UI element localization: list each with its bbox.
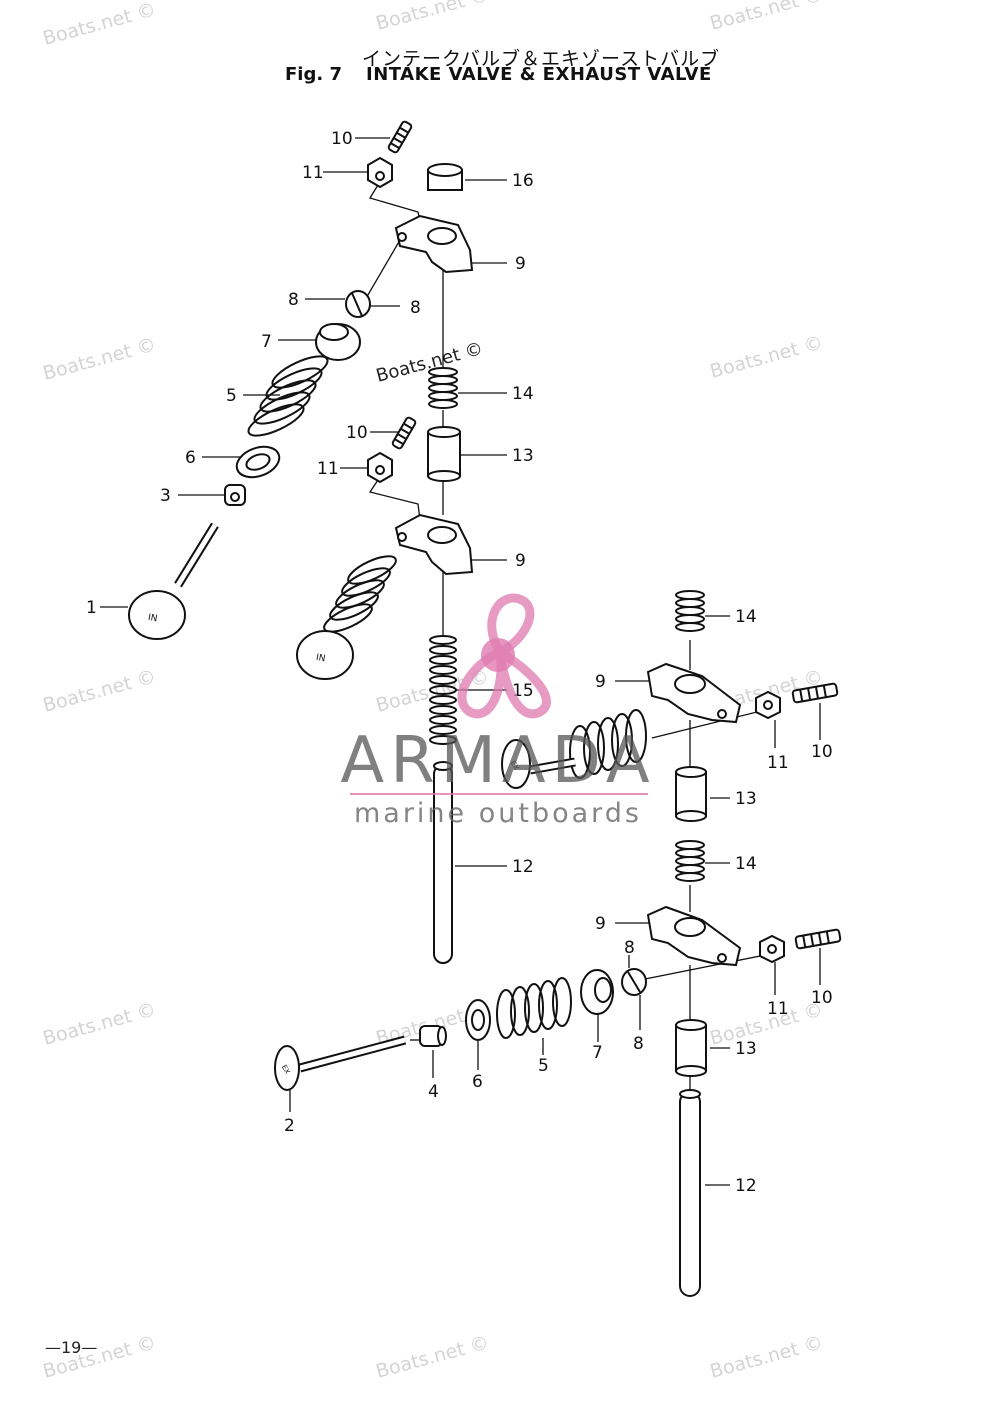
callout-label: 3 <box>160 486 171 506</box>
pushrod-spring-part-15 <box>429 635 457 745</box>
spring-part-14 <box>428 367 458 409</box>
watermark: Boats.net © <box>374 1332 492 1383</box>
callout-label: 7 <box>592 1043 603 1063</box>
callout-label: 10 <box>811 988 833 1008</box>
figure-number: Fig. 7 <box>285 64 342 85</box>
propeller-logo-icon <box>457 593 551 719</box>
exhaust-valve-part-2 <box>274 1035 407 1091</box>
valve-spring-part-5 <box>247 355 329 437</box>
callout-label: 7 <box>261 332 272 352</box>
logo-tagline: marine outboards <box>354 798 642 829</box>
callout-label: 10 <box>331 129 353 149</box>
callout-label: 5 <box>226 386 237 406</box>
watermark: Boats.net © <box>41 334 159 385</box>
sleeve-part-13 <box>427 426 461 482</box>
stud-bolt-part-10 <box>387 120 413 154</box>
watermark: Boats.net © <box>708 332 826 383</box>
exhaust-valve-assembly <box>501 709 647 789</box>
rocker-arm-part-9 <box>394 513 474 576</box>
exhaust-valve-mark: EX <box>509 760 521 772</box>
pushrod-part-12 <box>433 761 453 964</box>
collar-part-16 <box>427 163 463 191</box>
nut-part-11 <box>759 934 785 964</box>
callout-label: 5 <box>538 1056 549 1076</box>
pushrod-part-12 <box>679 1089 701 1297</box>
callout-label: 9 <box>595 914 606 934</box>
rocker-arm-part-9 <box>646 662 742 724</box>
spring-part-14 <box>675 840 705 882</box>
spring-seat-part-6 <box>235 445 281 479</box>
intake-valve-mark: IN <box>147 613 158 624</box>
nut-part-11 <box>755 690 781 720</box>
callout-label: 16 <box>512 171 534 191</box>
intake-valve-mark: IN <box>315 653 326 664</box>
callout-label: 13 <box>512 446 534 466</box>
stud-bolt-part-10 <box>791 682 839 704</box>
watermark: Boats.net © <box>41 0 159 50</box>
spring-seat-part-6 <box>465 999 491 1041</box>
callout-label: 9 <box>515 254 526 274</box>
spring-retainer-part-7 <box>315 323 361 361</box>
stem-seal-part-4 <box>419 1025 447 1047</box>
armada-logo: ARMADA marine outboards <box>340 593 655 829</box>
callout-label: 8 <box>633 1034 644 1054</box>
watermark: Boats.net © <box>41 666 159 717</box>
callout-label: 8 <box>624 938 635 958</box>
sleeve-part-13 <box>675 1019 707 1077</box>
callout-label: 1 <box>86 598 97 618</box>
callout-label: 2 <box>284 1116 295 1136</box>
rocker-arm-part-9 <box>646 905 742 967</box>
nut-part-11 <box>367 156 393 189</box>
callout-label: 9 <box>595 672 606 692</box>
callout-label: 11 <box>767 753 789 773</box>
callout-label: 9 <box>515 551 526 571</box>
intake-valve-part-1 <box>128 522 219 640</box>
callout-label: 11 <box>767 999 789 1019</box>
callout-label: 15 <box>512 681 534 701</box>
nut-part-11 <box>367 451 393 484</box>
spring-part-14 <box>675 590 705 632</box>
title-japanese: インテークバルブ＆エキゾーストバルブ <box>362 48 721 70</box>
callout-label: 6 <box>185 448 196 468</box>
page-number: —19— <box>45 1338 98 1357</box>
callout-label: 10 <box>346 423 368 443</box>
stem-seal-part-3 <box>224 484 246 506</box>
callout-label: 13 <box>735 1039 757 1059</box>
callout-label: 12 <box>512 857 534 877</box>
callout-label: 14 <box>735 607 757 627</box>
callout-label: 13 <box>735 789 757 809</box>
valve-spring-part-5 <box>496 977 572 1039</box>
watermark: Boats.net © <box>708 1332 826 1383</box>
callout-label: 14 <box>512 384 534 404</box>
callout-label: 14 <box>735 854 757 874</box>
callout-label: 11 <box>302 163 324 183</box>
watermark: Boats.net © <box>374 0 492 35</box>
exhaust-valve-mark: EX <box>280 1064 292 1076</box>
propeller-hub-icon <box>481 638 515 672</box>
callout-label: 6 <box>472 1072 483 1092</box>
callout-label: 11 <box>317 459 339 479</box>
stud-bolt-part-10 <box>794 928 842 950</box>
callout-label: 4 <box>428 1082 439 1102</box>
callout-label: 10 <box>811 742 833 762</box>
sleeve-part-13 <box>675 766 707 822</box>
rocker-arm-part-9 <box>394 214 474 274</box>
spring-retainer-part-7 <box>580 969 614 1015</box>
callout-label: 8 <box>288 290 299 310</box>
valve-cotter-part-8 <box>621 968 647 996</box>
logo-name: ARMADA <box>340 724 655 798</box>
callout-label: 12 <box>735 1176 757 1196</box>
intake-valve-assembly <box>296 555 397 680</box>
leader-lines <box>100 137 821 1186</box>
watermark: Boats.net © <box>41 999 159 1050</box>
watermark: Boats.net © <box>708 0 826 35</box>
stud-bolt-part-10 <box>391 416 417 450</box>
callout-label: 8 <box>410 298 421 318</box>
valve-cotter-part-8 <box>345 290 371 318</box>
title-english: INTAKE VALVE & EXHAUST VALVE <box>366 64 712 85</box>
